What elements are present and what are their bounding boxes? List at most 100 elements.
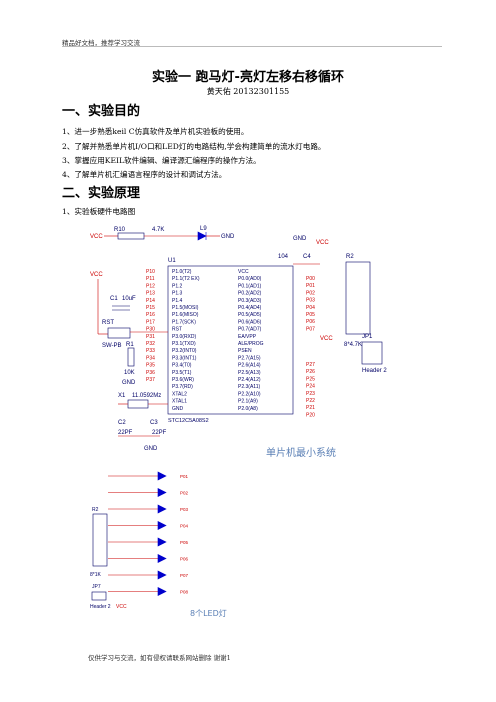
port-left-label: P11 [146,276,155,282]
mcu-right-pin: P2.7(A15) [238,355,261,361]
svg-text:JP1: JP1 [362,334,373,340]
mcu-left-pin: P1.0(T2) [172,269,192,275]
svg-text:GND: GND [221,234,235,240]
svg-text:Header 2: Header 2 [90,604,111,610]
caption-min-system: 单片机最小系统 [266,446,336,459]
principle-item-1: 1、实验板硬件电路图 [62,207,136,216]
mcu-left-pin: P3.1(TXD) [172,341,196,347]
port-left-label: P14 [146,298,155,304]
led-label: P05 [180,540,189,545]
port-right-label: P25 [306,376,315,382]
svg-text:RST: RST [102,320,114,326]
mcu-right-pin: P0.4(AD4) [238,305,262,311]
mcu-right-pin: P2.0(A8) [238,406,258,412]
svg-text:104: 104 [278,254,289,260]
header-divider [62,46,442,47]
mcu-left-pin: P3.0(RXD) [172,334,197,340]
port-right-label: P07 [306,326,315,332]
svg-text:10K: 10K [124,370,135,376]
svg-text:U1: U1 [168,258,176,264]
port-left-label: P10 [146,269,155,275]
mcu-right-pin: P0.2(AD2) [238,291,262,297]
mcu-right-pin: P2.1(A9) [238,399,258,405]
section-heading-purpose: 一、实验目的 [62,104,141,119]
port-left-label: P31 [146,334,155,340]
led-icon [157,570,167,580]
mcu-left-pin: P1.4 [172,298,183,304]
mcu-left-pin: P1.3 [172,291,183,297]
purpose-item-1: 1、进一步熟悉keil C仿真软件及单片机实验板的使用。 [62,127,249,136]
mcu-left-pin: P3.6(WR) [172,377,194,383]
mcu-left-pin: P3.2(INT0) [172,348,197,354]
mcu-right-pin: EA/VPP [238,334,257,340]
mcu-right-pin: P2.6(A14) [238,363,261,369]
svg-text:8*4.7K: 8*4.7K [344,342,362,348]
led-label: P04 [180,524,189,529]
led-label: P01 [180,474,189,479]
author-line: 黄天佑 20132301155 [206,87,290,96]
port-left-label: P36 [146,370,155,376]
led-label: P02 [180,491,189,496]
svg-text:R1: R1 [126,342,134,348]
mcu-left-pin: P1.5(MOSI) [172,305,199,311]
port-left-label: P12 [146,283,155,289]
port-left-label: P30 [146,327,155,333]
port-left-label: P37 [146,377,155,383]
mcu-left-pin: P1.6(MISO) [172,312,199,318]
port-left-label: P34 [146,355,155,361]
port-left-label: P15 [146,305,155,311]
svg-text:22PF: 22PF [152,430,167,436]
mcu-left-pin: P3.7(RD) [172,384,193,390]
mcu-right-pin: P2.3(A11) [238,384,260,390]
port-right-label: P04 [306,305,315,311]
mcu-right-pin: P2.2(A10) [238,391,261,397]
mcu-left-pin: P1.2 [172,283,183,289]
svg-text:C2: C2 [118,420,126,426]
purpose-item-2: 2、了解并熟悉单片机I/O口和LED灯的电路结构,学会构建简单的流水灯电路。 [62,142,326,151]
port-left-label: P16 [146,312,155,318]
svg-text:11.0592Mz: 11.0592Mz [132,393,161,399]
port-right-label: P03 [306,298,315,304]
svg-text:VCC: VCC [116,604,127,610]
led-label: P07 [180,573,189,578]
svg-text:4.7K: 4.7K [152,227,164,233]
mcu-right-pin: P0.3(AD3) [238,298,262,304]
port-right-label: P02 [306,290,315,296]
svg-text:C1: C1 [110,296,118,302]
page-header: 精品好文档，推荐学习交流 [62,39,140,47]
led-icon [157,488,167,497]
led-icon [157,471,167,481]
led-label: P08 [180,590,189,595]
mcu-right-pin: P0.6(AD6) [238,319,262,325]
vcc-label: VCC [90,234,103,240]
svg-text:C4: C4 [303,254,311,260]
svg-text:GND: GND [144,446,158,452]
caption-led: 8个LED灯 [190,608,227,618]
port-left-label: P35 [146,363,155,369]
document-title: 实验一 跑马灯-亮灯左移右移循环 [152,70,344,85]
mcu-left-pin: XTAL1 [172,399,187,405]
port-left-label: P32 [146,341,155,347]
led-icon [157,537,167,547]
svg-text:R2: R2 [92,507,99,513]
mcu-left-pin: GND [172,406,184,412]
svg-text:GND: GND [122,380,136,386]
svg-text:8*1K: 8*1K [90,572,102,578]
svg-text:VCC: VCC [90,272,103,278]
svg-text:VCC: VCC [316,240,329,246]
mcu-right-pin: ALE/PROG [238,341,264,347]
port-right-label: P27 [306,362,315,368]
svg-text:10uF: 10uF [122,296,136,302]
port-right-label: P24 [306,384,315,390]
circuit-schematic: VCC R10 4.7K L9 GND X1 U1 STC12C5A08S2 P… [90,226,387,618]
port-right-label: P20 [306,412,315,418]
purpose-item-4: 4、了解单片机汇编语言程序的设计和调试方法。 [62,170,227,179]
mcu-left-pin: XTAL2 [172,391,187,397]
svg-text:X1: X1 [118,393,126,399]
mcu-right-pin: P0.1(AD1) [238,283,262,289]
svg-text:C3: C3 [150,420,158,426]
svg-text:GND: GND [293,236,307,242]
mcu-right-pin: PSEN [238,348,252,354]
led-icon [157,504,167,514]
mcu-right-pin: P2.5(A13) [238,370,261,376]
